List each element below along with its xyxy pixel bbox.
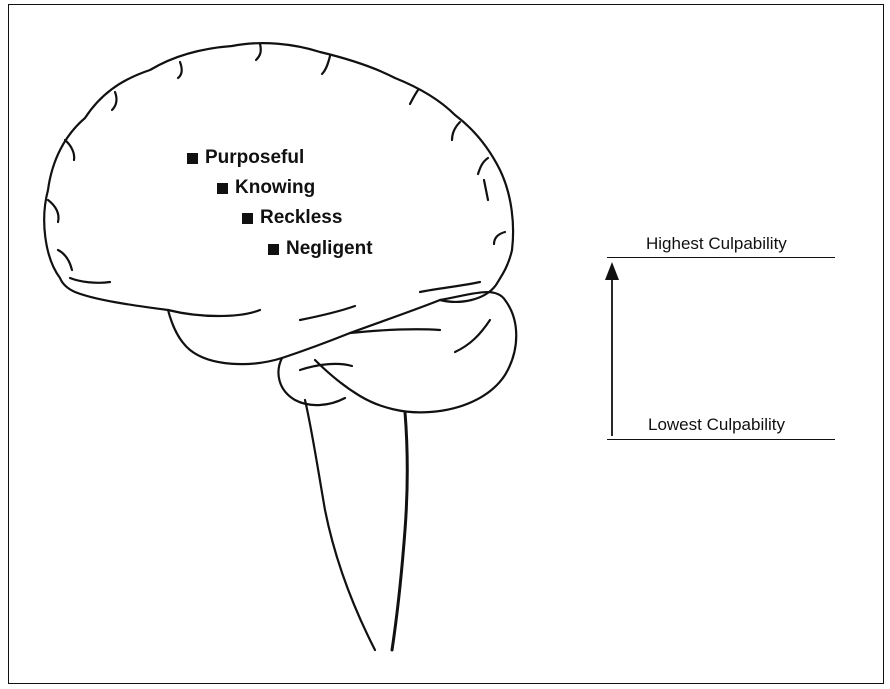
bullet-square-icon <box>187 153 198 164</box>
mental-state-knowing: Knowing <box>217 177 315 199</box>
bullet-square-icon <box>268 244 279 255</box>
brainstem-right <box>392 412 407 650</box>
mental-state-label: Purposeful <box>205 147 304 169</box>
brain-illustration <box>44 43 516 650</box>
pons-outline <box>278 358 345 405</box>
culpability-arrow <box>605 262 619 436</box>
mental-state-reckless: Reckless <box>242 207 342 229</box>
mental-state-label: Knowing <box>235 177 315 199</box>
mental-state-purposeful: Purposeful <box>187 147 304 169</box>
mental-state-negligent: Negligent <box>268 238 373 260</box>
bullet-square-icon <box>217 183 228 194</box>
highest-culpability-line <box>607 257 835 258</box>
lowest-culpability-line <box>607 439 835 440</box>
mental-state-label: Reckless <box>260 207 342 229</box>
highest-culpability-label: Highest Culpability <box>646 234 787 254</box>
lowest-culpability-label: Lowest Culpability <box>648 415 785 435</box>
brainstem-left <box>305 400 375 650</box>
bullet-square-icon <box>242 213 253 224</box>
mental-state-label: Negligent <box>286 238 373 260</box>
